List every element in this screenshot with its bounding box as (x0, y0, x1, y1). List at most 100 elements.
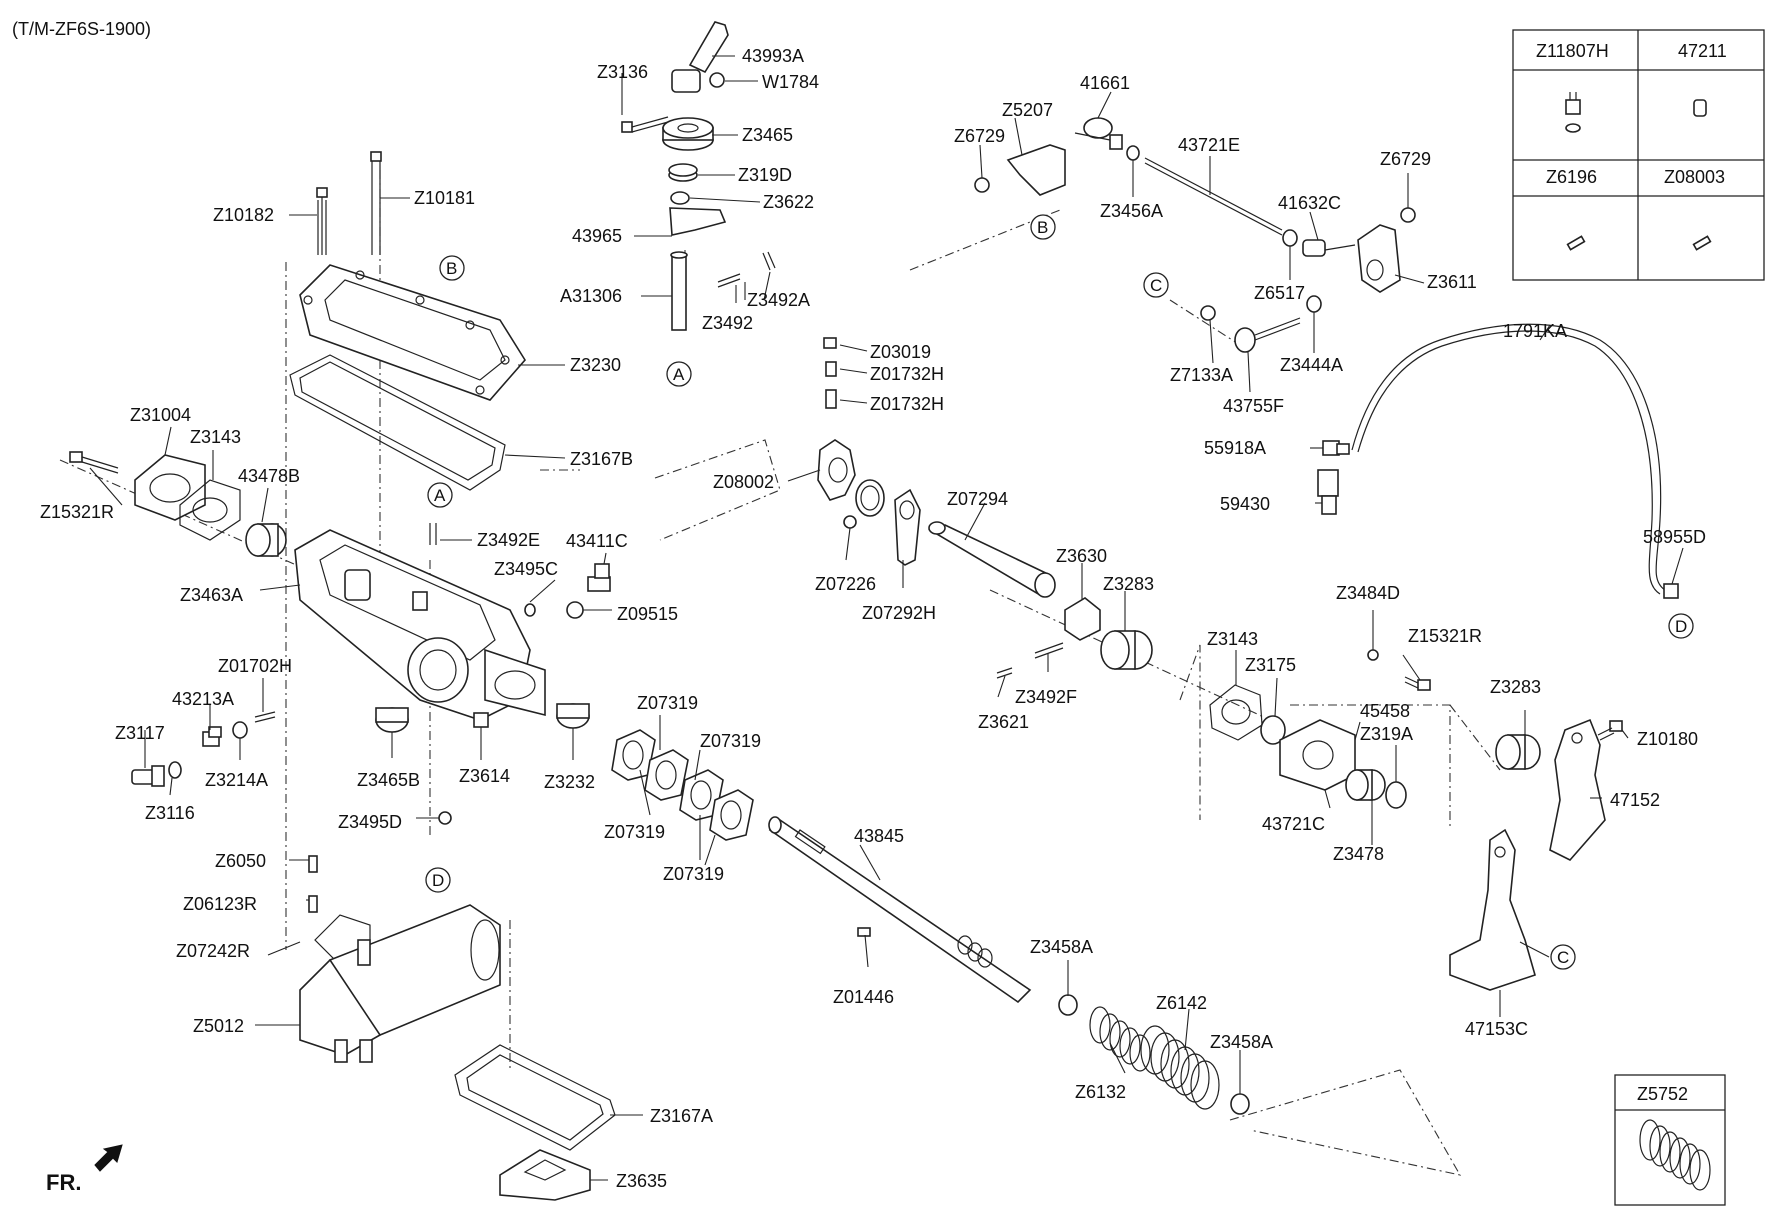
label-z01732h-lower: Z01732H (870, 394, 944, 414)
front-arrow-icon (94, 1144, 123, 1172)
plate-z07292h (894, 488, 921, 566)
ref-b-label: B (446, 259, 457, 278)
label-z5207: Z5207 (1002, 100, 1053, 120)
cover-z31004 (134, 454, 206, 521)
ref-circle-b-cover: B (439, 255, 465, 281)
seal-z3214a (232, 721, 248, 739)
ring-z07294-seal (855, 479, 885, 517)
label-z07242r: Z07242R (176, 941, 250, 961)
pin-z3621 (996, 667, 1013, 679)
label-z08002: Z08002 (713, 472, 774, 492)
cover-bolt-z10181 (370, 151, 382, 255)
label-z3175: Z3175 (1245, 655, 1296, 675)
label-z6729-left: Z6729 (954, 126, 1005, 146)
label-41632c: 41632C (1278, 193, 1341, 213)
elbow-55918a (1322, 440, 1350, 456)
label-z6729-right: Z6729 (1380, 149, 1431, 169)
pin-z01702h (254, 711, 276, 723)
front-indicator: FR. (46, 1144, 123, 1195)
label-z10181: Z10181 (414, 188, 475, 208)
leader-lines (89, 55, 1684, 1181)
label-z07319-b: Z07319 (700, 731, 761, 751)
ref-circle-c-lever: C (1550, 944, 1576, 970)
inset-part-z5752-spring (1639, 1119, 1711, 1191)
label-z3230: Z3230 (570, 355, 621, 375)
inset-code-47211: 47211 (1678, 41, 1727, 61)
spring-z6132 (1089, 1006, 1151, 1072)
seal-z319a (1385, 781, 1407, 809)
label-z319d: Z319D (738, 165, 792, 185)
label-z3630: Z3630 (1056, 546, 1107, 566)
label-47152: 47152 (1610, 790, 1660, 810)
bushing-z3283-left (1100, 630, 1153, 670)
front-label: FR. (46, 1170, 81, 1195)
label-z07319-a: Z07319 (637, 693, 698, 713)
label-43721e: 43721E (1178, 135, 1240, 155)
pin-z3492 (717, 273, 741, 288)
label-z3614: Z3614 (459, 766, 510, 786)
label-43993a: 43993A (742, 46, 804, 66)
label-z15321r-left: Z15321R (40, 502, 114, 522)
label-z319a: Z319A (1360, 724, 1413, 744)
bushing-z3465b (375, 707, 409, 733)
inset-box-z5752: Z5752 (1614, 1074, 1726, 1206)
label-z3622: Z3622 (763, 192, 814, 212)
label-a31306: A31306 (560, 286, 622, 306)
ref-circle-c-linkage: C (1143, 272, 1169, 298)
label-z15321r-right: Z15321R (1408, 626, 1482, 646)
pin-z3492e (429, 523, 437, 545)
part-labels: 43993A Z3136 W1784 Z3465 Z319D Z3622 439… (40, 46, 1706, 1191)
label-z3478: Z3478 (1333, 844, 1384, 864)
bushing-z3283-right (1495, 734, 1541, 770)
lever-43993a (671, 21, 729, 93)
label-z3621: Z3621 (978, 712, 1029, 732)
label-z3444a: Z3444A (1280, 355, 1343, 375)
lever-43965 (669, 207, 727, 236)
bolt-z10180 (1597, 720, 1623, 741)
pin-z01732h-lower (825, 389, 837, 409)
seal-z3175 (1260, 715, 1286, 745)
label-z3492: Z3492 (702, 313, 753, 333)
bolt-z15321r-right (1404, 676, 1431, 691)
pin-z3492a (762, 251, 776, 271)
sensor-z3117 (131, 765, 165, 787)
label-z07319-c: Z07319 (604, 822, 665, 842)
label-z3492a: Z3492A (747, 290, 810, 310)
nut-z3444a (1306, 295, 1322, 313)
bushing-z319d (668, 163, 698, 182)
label-z7133a: Z7133A (1170, 365, 1233, 385)
inset-table: Z11807H 47211 Z6196 Z08003 (1512, 29, 1765, 281)
inset-part-z11807h (1565, 92, 1581, 133)
label-z3495c: Z3495C (494, 559, 558, 579)
top-cover-z3230 (299, 264, 526, 401)
label-z07294: Z07294 (947, 489, 1008, 509)
shaft-43845 (768, 816, 1032, 1004)
label-z3232: Z3232 (544, 772, 595, 792)
label-z3611: Z3611 (1427, 272, 1477, 292)
label-z01702h: Z01702H (218, 656, 292, 676)
pin-z01732h-upper (825, 361, 837, 377)
nut-z6517 (1282, 229, 1298, 247)
label-z07292h: Z07292H (862, 603, 936, 623)
ring-z3458a-lower (1230, 1093, 1250, 1115)
shaft-a31306 (670, 251, 688, 331)
inset-code-z6196: Z6196 (1546, 167, 1597, 187)
valve-59430 (1317, 469, 1339, 515)
gasket-z3143-left (179, 479, 241, 541)
inset-code-z08003: Z08003 (1664, 167, 1725, 187)
label-z3495d: Z3495D (338, 812, 402, 832)
ref-circle-b-bracket: B (1030, 214, 1056, 240)
label-z03019: Z03019 (870, 342, 931, 362)
label-z06123r: Z06123R (183, 894, 257, 914)
label-43965: 43965 (572, 226, 622, 246)
label-1791ka: 1791KA (1503, 321, 1567, 341)
label-z3136: Z3136 (597, 62, 648, 82)
label-z3463a: Z3463A (180, 585, 243, 605)
ref-circle-a-housing: A (427, 482, 453, 508)
label-58955d: 58955D (1643, 527, 1706, 547)
label-z3116: Z3116 (145, 803, 195, 823)
ref-circle-a-top: A (666, 361, 692, 387)
pin-z03019 (823, 337, 837, 349)
nut-z7133a (1200, 305, 1216, 321)
breather-43411c (587, 563, 611, 592)
